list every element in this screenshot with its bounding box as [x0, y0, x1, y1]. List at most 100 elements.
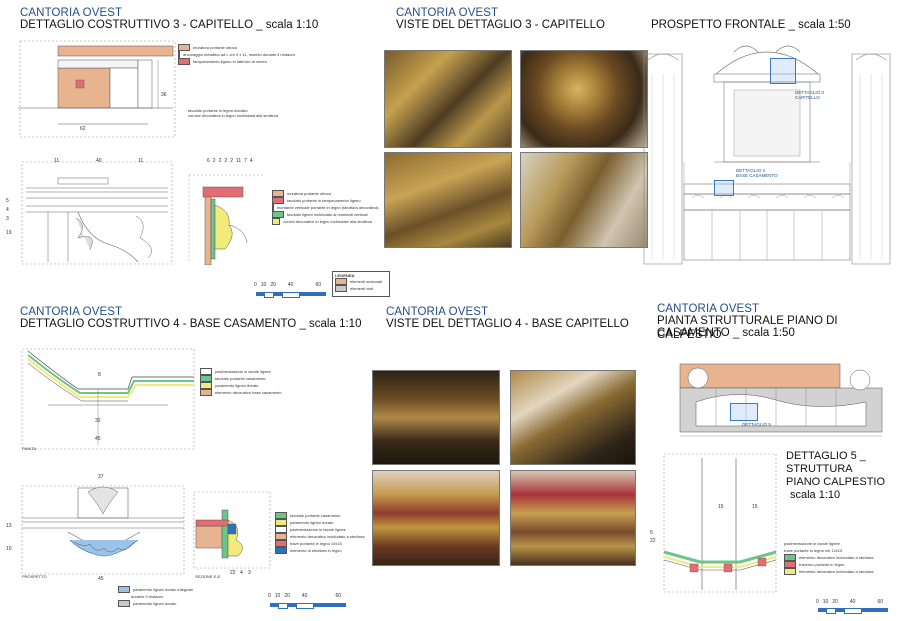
dim-37: 37: [98, 474, 104, 480]
legend-swatch-section: [335, 278, 347, 285]
panel6-title-2: PIANTA STRUTTURALE PIANO DI CALPESTIO: [657, 315, 838, 341]
pianta-strutturale-drawing: [679, 363, 883, 437]
photo-capitello-2: [520, 50, 648, 148]
prospetto-frontale-drawing: [643, 45, 891, 265]
dim-3b: 3: [248, 570, 251, 576]
label-sezione: SEZIONE E-E: [195, 574, 221, 579]
scale-label: 60: [335, 593, 342, 599]
callout-box-detail4: [714, 180, 734, 196]
swatch: [272, 211, 284, 218]
dim: 2: [218, 158, 222, 164]
photo-capitello-1: [384, 50, 512, 148]
note: paramento ligneo dorato: [215, 383, 259, 388]
swatch: [275, 519, 287, 526]
callout-detail4-label: DETTAGLIO 4 BASE CASAMENTO: [736, 168, 778, 178]
dim: 2: [230, 158, 233, 164]
detail3-mid-notes: tavolato portante in legno riciclato cor…: [188, 108, 278, 118]
dim-45: 45: [95, 436, 101, 442]
label-prospetto: PROSPETTO: [22, 574, 47, 579]
photo-capitello-3: [384, 152, 512, 248]
dim-22b: 22: [650, 538, 656, 544]
scale-label: 40: [849, 599, 856, 605]
scale-label: 40: [301, 593, 308, 599]
panel1-title-1: CANTORIA OVEST: [20, 7, 123, 19]
photo-base-3: [372, 470, 500, 566]
note: paramento ligneo dorato integrato: [133, 587, 194, 592]
scale-bar-4: [818, 608, 888, 614]
detail4-section-drawing: [193, 491, 271, 569]
detail3-section-drawing: [188, 174, 265, 265]
dim-11b: 11: [138, 158, 144, 164]
photo-base-1: [372, 370, 500, 465]
dim-13: 13: [6, 523, 12, 529]
scale-bar-4-labels: 0 10 20 40 60: [816, 599, 883, 605]
panel2-title-2: VISTE DEL DETTAGLIO 3 - CAPITELLO: [396, 19, 605, 31]
scale-bar-3: [270, 603, 346, 609]
note: durante il restauro: [131, 594, 164, 599]
legend-title: LEGENDA: [335, 273, 355, 278]
note: tavolato ligneo inchiodato ai montanti v…: [287, 212, 368, 217]
swatch: [275, 540, 287, 547]
scale-label: 20: [270, 282, 276, 288]
note: trave portante in legno cm 12x15: [784, 548, 843, 553]
scale-label: 10: [822, 599, 829, 605]
swatch: [275, 533, 287, 540]
legend-box: LEGENDA elementi sezionati elementi vist…: [332, 271, 390, 297]
legend-item: elementi visti: [350, 286, 374, 291]
detail3-section-dims: 6 2 2 2 2 11 7 4: [207, 158, 253, 164]
panel1-title-2: DETTAGLIO COSTRUTTIVO 3 - CAPITELLO _ sc…: [20, 19, 319, 31]
dim-3: 3: [6, 216, 9, 222]
legend-swatch-seen: [335, 285, 347, 292]
swatch: [200, 389, 212, 396]
callout-detail3-label: DETTAGLIO 3 CAPITELLO: [795, 90, 824, 100]
swatch: [275, 526, 287, 533]
note: paramento ligneo dorato: [290, 520, 334, 525]
swatch: [272, 204, 274, 211]
label-pianta: PIANTA: [22, 446, 37, 451]
detail5-structure-drawing: [663, 453, 777, 593]
detail5-notes: pavimentazione in tavole lignee trave po…: [784, 540, 884, 575]
panel7-line2: STRUTTURA: [786, 463, 853, 475]
scale-label: 0: [254, 282, 257, 288]
callout-detail5-label: DETTAGLIO 5: [742, 422, 771, 427]
panel5-title-2: VISTE DEL DETTAGLIO 4 - BASE CAPITELLO: [386, 318, 629, 330]
swatch: [784, 568, 796, 575]
dim: 7: [244, 158, 247, 164]
note: cornice decorativa in legno inchiodata a…: [188, 113, 279, 118]
note: montante verticale portante in legno (st…: [277, 205, 379, 210]
dim-45b: 45: [98, 576, 104, 582]
dim-15a: 15: [718, 504, 724, 510]
swatch: [272, 218, 281, 225]
note: tamponamento ligneo in laterizio al cent…: [193, 59, 268, 64]
callout-box-detail5: [730, 403, 758, 421]
dim: 2: [224, 158, 228, 164]
dim-8: 8: [98, 372, 101, 378]
note: muratura portante ottoca: [287, 191, 331, 196]
dim-22: 22: [230, 570, 236, 576]
dim-d3-62: 62: [80, 126, 86, 132]
note: elemento decorativo inchiodato a struttu…: [799, 555, 874, 560]
scale-label: 0: [816, 599, 819, 605]
swatch: [118, 600, 130, 607]
panel7-line3: PIANO CALPESTIO: [786, 476, 886, 488]
dim-15b: 15: [752, 504, 758, 510]
swatch: [272, 190, 284, 197]
scale-label: 20: [832, 599, 838, 605]
detail3-top-notes: muratura portante ottoca ancoraggio meta…: [178, 44, 295, 65]
dim-11a: 11: [54, 158, 60, 164]
detail4-plan-drawing: [21, 348, 195, 450]
swatch-green: [178, 51, 180, 58]
note: elemento di sfruttura in legno: [290, 548, 342, 553]
scale-label: 10: [274, 593, 281, 599]
swatch: [272, 197, 284, 204]
dim-d3-36: 36: [161, 92, 167, 98]
note: tavolato portante casamento: [215, 376, 266, 381]
dim: 2: [212, 158, 216, 164]
dim: 11: [235, 158, 242, 164]
note: traverso portante in legno: [799, 562, 845, 567]
dim-32: 32: [95, 418, 101, 424]
panel4-title-1: CANTORIA OVEST: [20, 306, 123, 318]
panel7-line4: scala 1:10: [790, 489, 841, 501]
detail4-plan-notes: pavimentazione in tavole lignee tavolato…: [200, 368, 300, 396]
panel2-title-1: CANTORIA OVEST: [396, 7, 499, 19]
